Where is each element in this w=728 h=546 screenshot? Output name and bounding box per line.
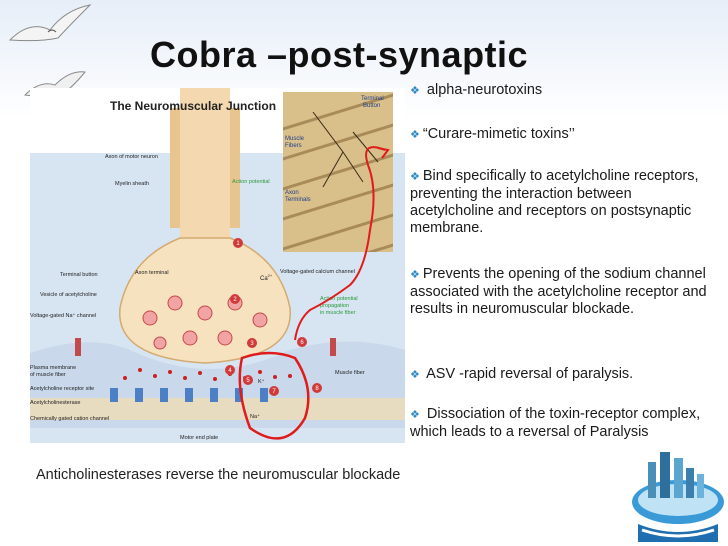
- step-marker: [230, 294, 240, 304]
- label-axon: Axon of motor neuron: [105, 154, 158, 160]
- diagram-title: The Neuromuscular Junction: [110, 99, 276, 113]
- bullet-item: ❖ ASV -rapid reversal of paralysis.: [410, 366, 634, 382]
- step-number: 3: [250, 341, 254, 347]
- step-number: 2: [233, 297, 237, 303]
- diamond-bullet-icon: ❖: [410, 369, 420, 381]
- bullet-item: ❖Bind specifically to acetylcholine rece…: [410, 168, 699, 236]
- step-number: 1: [236, 241, 240, 247]
- city-globe-logo: [632, 452, 724, 542]
- step-marker: [247, 338, 257, 348]
- label-na: Na⁺: [250, 413, 260, 420]
- bullet-item: ❖ Dissociation of the toxin-receptor com…: [410, 406, 701, 440]
- seagull-icon: [8, 4, 92, 42]
- label-action-potential: Action potential: [232, 179, 270, 185]
- label-chem-gated: Chemically gated cation channel: [30, 416, 109, 422]
- label-vg-calcium: Voltage-gated calcium channel: [280, 269, 355, 275]
- label-myelin: Myelin sheath: [115, 181, 149, 187]
- bullet-item: ❖ alpha-neurotoxins: [410, 82, 543, 98]
- bullet-item: ❖“Curare-mimetic toxins’’: [410, 126, 575, 142]
- step-marker: [312, 383, 322, 393]
- step-marker: [243, 375, 253, 385]
- diamond-bullet-icon: ❖: [410, 129, 420, 141]
- diamond-bullet-icon: ❖: [410, 171, 420, 183]
- diamond-bullet-icon: ❖: [410, 85, 420, 97]
- step-marker: [297, 337, 307, 347]
- red-annotation-arrow: [294, 146, 390, 341]
- step-marker: [225, 365, 235, 375]
- step-number: 7: [272, 389, 276, 395]
- step-number: 5: [246, 378, 250, 384]
- label-k: K⁺: [258, 378, 265, 385]
- label-ach-receptor: Acetylcholine receptor site: [30, 386, 94, 392]
- step-marker: [233, 238, 243, 248]
- label-axon-terminal: Axon terminal: [135, 270, 169, 276]
- diamond-bullet-icon: ❖: [410, 409, 420, 421]
- label-muscle-fiber: Muscle fiber: [335, 370, 365, 376]
- label-vg-na: Voltage-gated Na⁺ channel: [30, 312, 96, 319]
- label-acetylcholinesterase: Acetylcholinesterase: [30, 400, 80, 406]
- label-vesicle: Vesicle of acetylcholine: [40, 292, 97, 298]
- step-number: 8: [315, 386, 319, 392]
- step-number: 6: [300, 340, 304, 346]
- label-ca: Ca2+: [260, 273, 273, 282]
- step-number: 4: [228, 368, 232, 374]
- label-terminal-button: Terminal button: [60, 272, 98, 278]
- slide-title: Cobra –post-synaptic: [150, 34, 529, 75]
- step-marker: [269, 386, 279, 396]
- bullet-item: ❖Prevents the opening of the sodium chan…: [410, 266, 707, 317]
- diamond-bullet-icon: ❖: [410, 269, 420, 281]
- label-motor-end-plate: Motor end plate: [180, 435, 218, 441]
- footer-note: Anticholinesterases reverse the neuromus…: [36, 467, 401, 483]
